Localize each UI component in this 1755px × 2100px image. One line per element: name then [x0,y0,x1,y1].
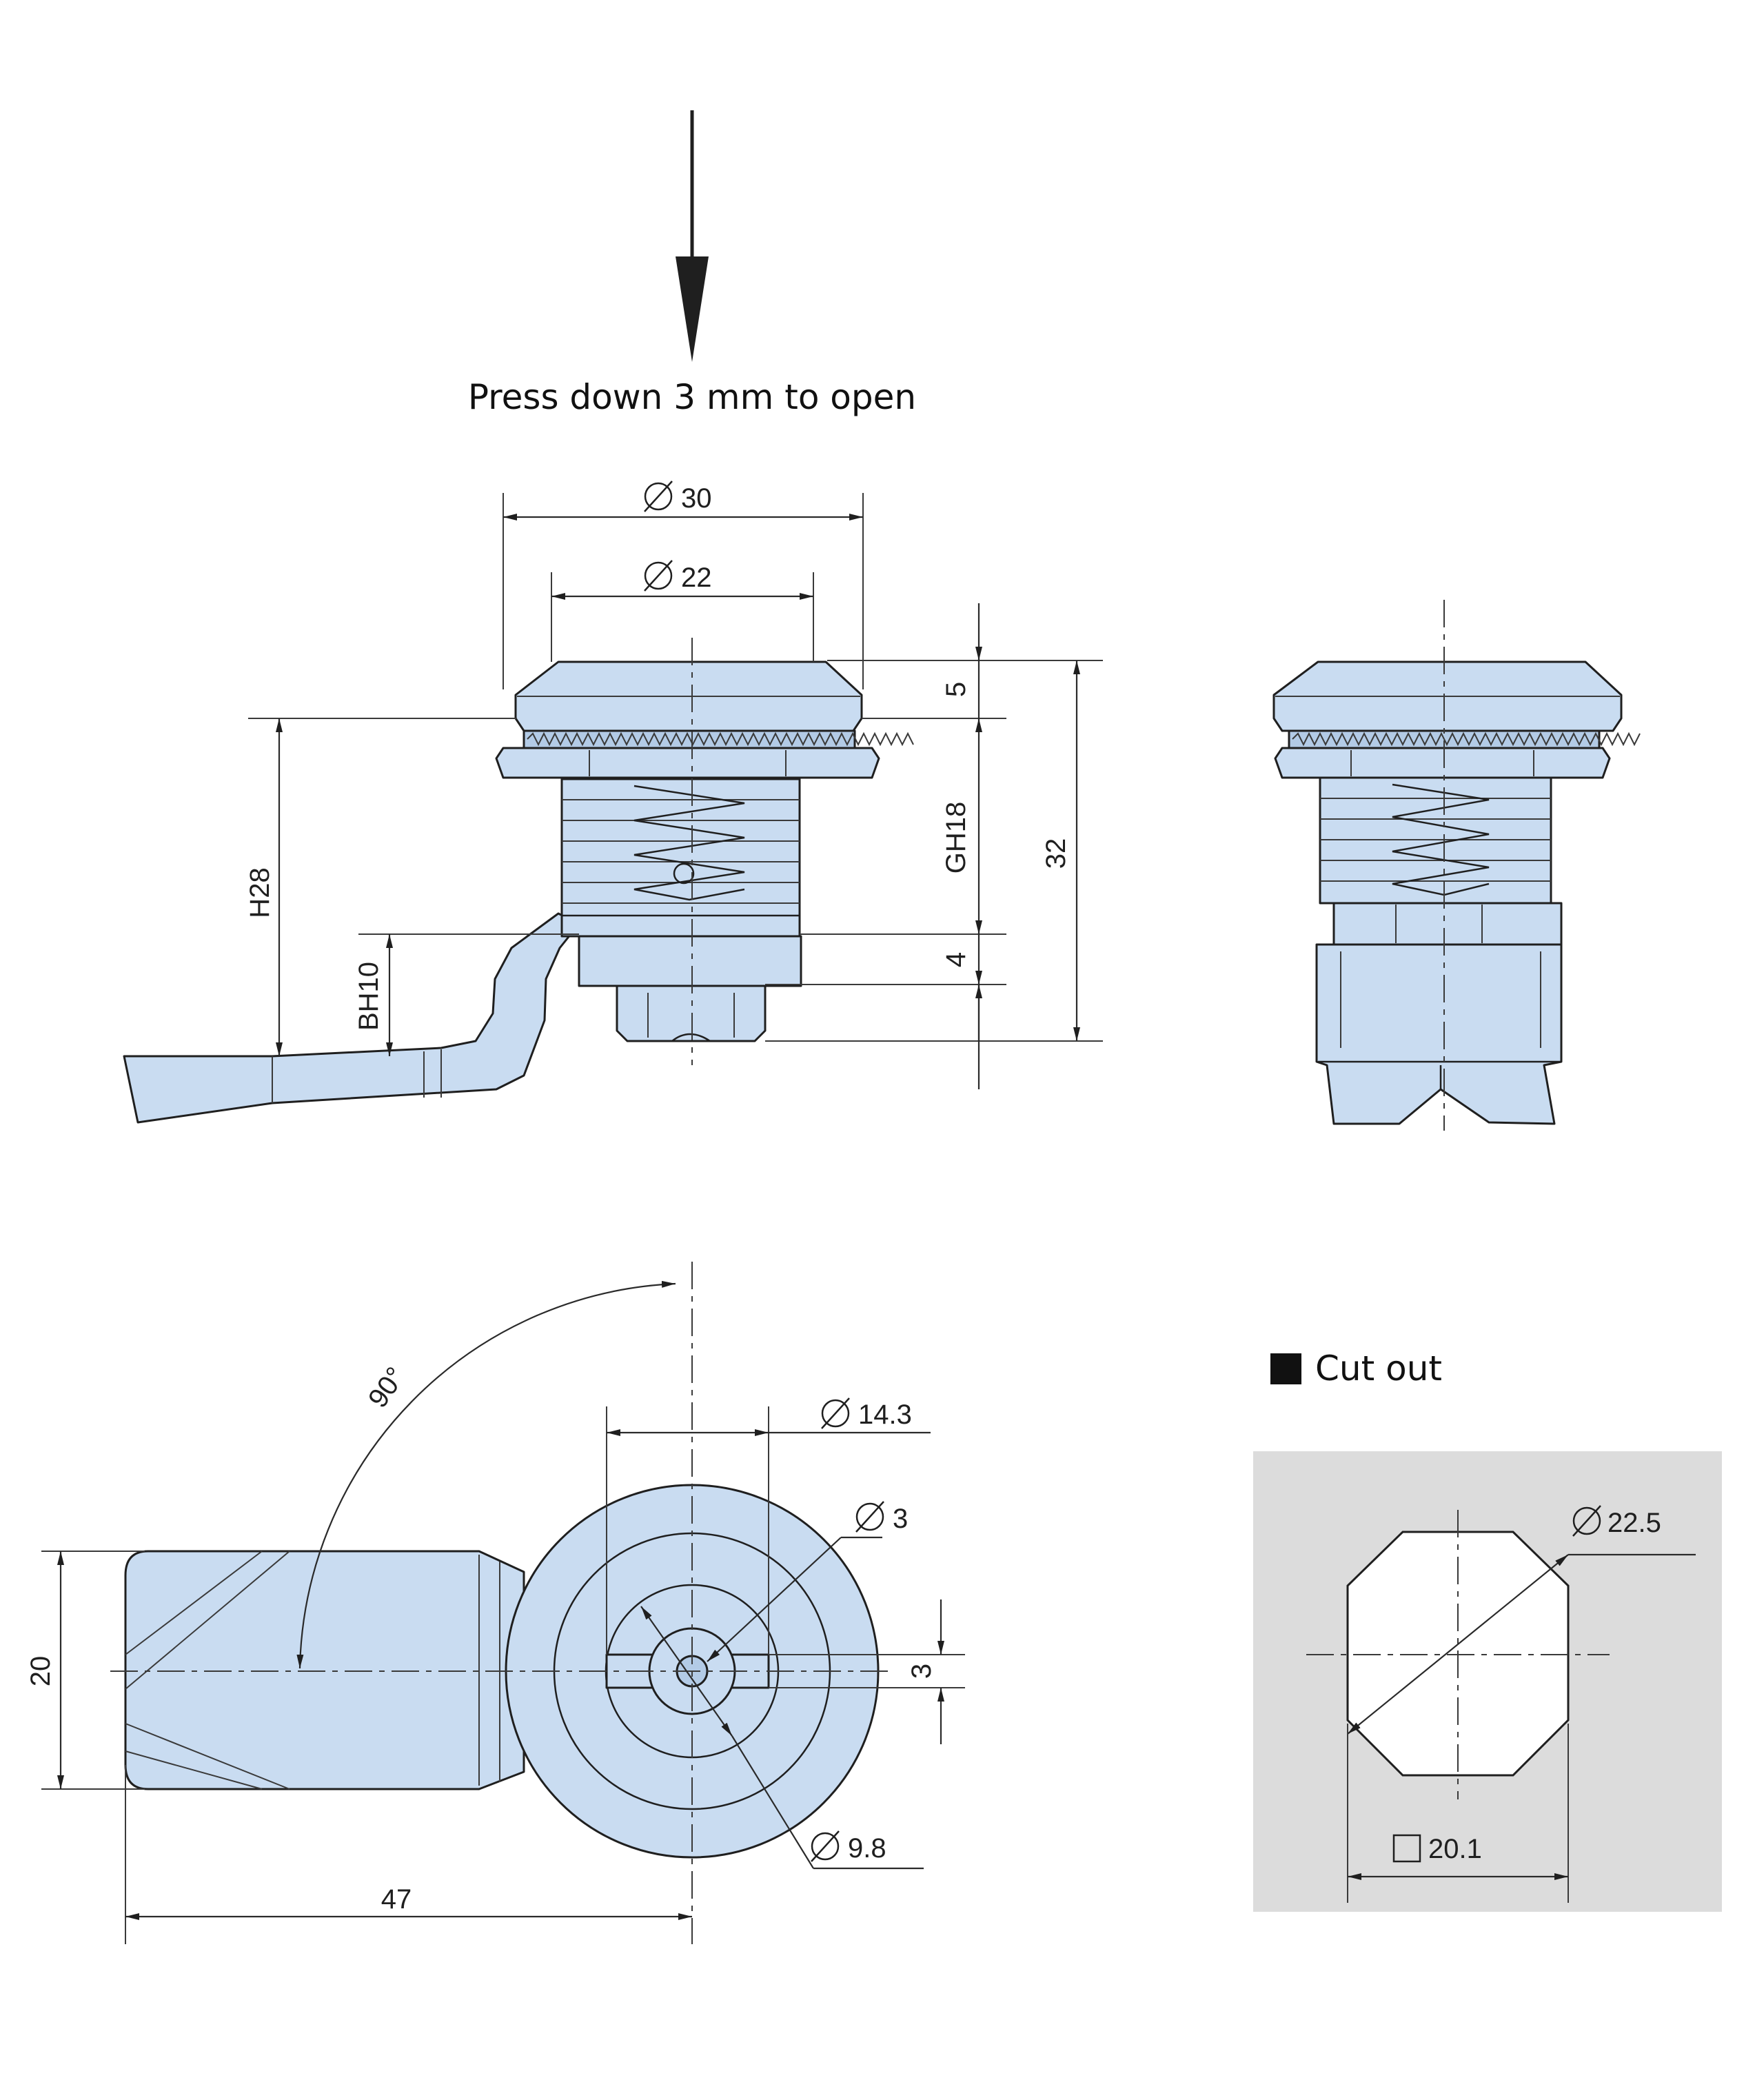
front-view: 30 22 5 GH18 4 32 H28 BH10 [123,481,1103,1124]
hex-nut [495,747,880,779]
diameter-symbol-icon [644,560,673,592]
bottom-view: 14.3 3 3 9.8 20 47 [26,1262,965,1944]
dim-h4: 4 [941,952,971,967]
dim-d22: 22 [681,563,712,593]
dim-h3: 3 [906,1664,937,1679]
diameter-symbol-icon [1572,1505,1601,1537]
bottom-nut [616,985,767,1042]
dim-w20: 20 [26,1656,56,1687]
dim-d9-8: 9.8 [848,1833,886,1864]
diameter-symbol-icon [811,1830,840,1862]
dim-sq20-1: 20.1 [1428,1834,1482,1864]
dim-h28: H28 [245,867,275,918]
dim-bh10: BH10 [354,962,384,1031]
diameter-symbol-icon [821,1397,850,1429]
dim-d22-5: 22.5 [1607,1508,1661,1538]
dim-d3: 3 [893,1504,908,1534]
side-view [1272,600,1641,1131]
lever-top-view [124,1550,525,1790]
diameter-symbol-icon [855,1501,884,1533]
dim-d14-3: 14.3 [858,1400,912,1430]
press-arrow-icon [676,110,709,362]
cutout-label: Cut out [1315,1349,1442,1389]
side-nut-band [1332,902,1563,946]
dim-gh18: GH18 [941,802,971,874]
cam-lever [123,912,580,1124]
thread-lines [562,785,800,917]
side-hex-nut [1274,747,1611,779]
diameter-symbol-icon [644,481,673,512]
threaded-body [560,778,801,938]
filled-square-bullet-icon [1270,1353,1301,1384]
washer-block [578,935,802,987]
dim-h5: 5 [941,682,971,697]
dim-d30: 30 [681,483,712,514]
dim-h32: 32 [1041,838,1071,869]
dim-w47: 47 [381,1884,412,1915]
side-lower-body [1315,943,1563,1125]
dim-angle: 90° [363,1362,412,1413]
square-symbol-icon [1392,1834,1421,1863]
cutout-section: Cut out 22.5 20.1 [1253,1349,1722,1912]
press-caption: Press down 3 mm to open [468,377,916,417]
